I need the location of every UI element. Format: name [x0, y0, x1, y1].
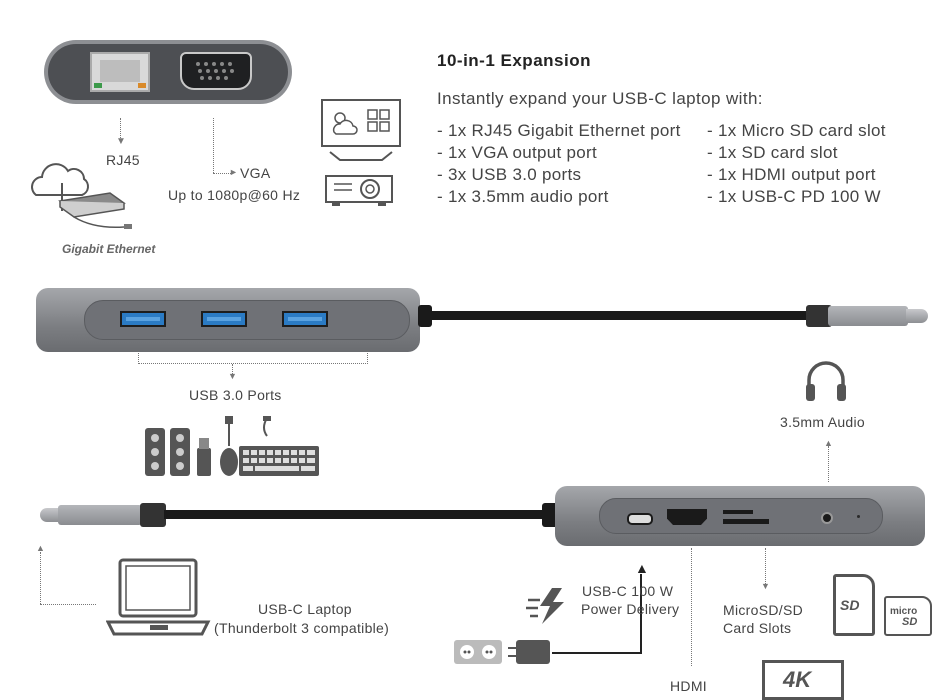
list-item: - 1x HDMI output port — [707, 165, 876, 184]
list-item: - 1x VGA output port — [437, 143, 598, 162]
arrow-up-icon: ▲ — [824, 438, 833, 448]
list-item: - 1x Micro SD card slot — [707, 121, 886, 140]
usb-bracket — [138, 353, 368, 364]
headphones-icon — [806, 361, 846, 401]
audio-connector-line — [828, 446, 829, 482]
usb-port-icon — [282, 311, 328, 327]
cards-sublabel: Card Slots — [723, 620, 792, 636]
arrow-right-icon: ► — [229, 167, 238, 177]
usb-ports-label: USB 3.0 Ports — [189, 387, 282, 403]
power-sublabel: Power Delivery — [581, 601, 680, 617]
vga-label: VGA — [240, 165, 271, 181]
power-adapter-icon — [454, 640, 550, 664]
gigabit-ethernet-label: Gigabit Ethernet — [62, 242, 156, 256]
sd-card-icon: SD — [833, 574, 875, 636]
power-label: USB-C 100 W — [582, 583, 674, 599]
cards-label: MicroSD/SD — [723, 602, 804, 618]
arrow-down-icon: ▼ — [761, 581, 770, 591]
vga-resolution: Up to 1080p@60 Hz — [168, 187, 301, 203]
usb-cable — [430, 311, 810, 320]
usb-bracket-stem — [232, 364, 233, 374]
laptop-cable — [164, 510, 546, 519]
usbc-plug-tip — [906, 309, 928, 323]
list-item: - 1x RJ45 Gigabit Ethernet port — [437, 121, 681, 140]
multiport-hub-body — [555, 486, 925, 546]
4k-monitor-icon: 4K — [762, 660, 844, 700]
sd-logo: SD — [840, 597, 860, 613]
4k-badge: 4K — [783, 667, 812, 692]
usb-cable-strain-relief — [418, 305, 432, 327]
cloud-router-icon — [31, 163, 132, 229]
power-connector-line — [640, 574, 642, 654]
rj45-vga-face — [48, 44, 288, 100]
arrow-down-icon: ▼ — [116, 136, 126, 147]
laptop-label: USB-C Laptop — [258, 601, 352, 617]
usb-port-icon — [201, 311, 247, 327]
list-item: - 1x SD card slot — [707, 143, 838, 162]
vga-connector-line — [213, 118, 214, 173]
rj45-label: RJ45 — [106, 152, 140, 168]
audio-jack-icon — [821, 512, 833, 524]
laptop-icon — [106, 558, 211, 636]
hub-cable-strain-relief — [542, 503, 558, 527]
vga-port-icon — [180, 52, 252, 90]
microsd-slot-icon — [723, 510, 753, 514]
usbc-plug-metal — [58, 505, 142, 525]
micro-logo: micro — [890, 606, 918, 617]
power-connector-line-h — [552, 652, 642, 654]
list-item: - 1x 3.5mm audio port — [437, 187, 609, 206]
laptop-connector-line — [40, 552, 41, 604]
rj45-port-icon — [90, 52, 150, 92]
arrow-down-icon: ▼ — [228, 371, 237, 381]
arrow-up-icon: ▲ — [635, 560, 649, 576]
hdmi-label: HDMI — [670, 678, 707, 694]
microsd-card-icon: micro SD — [884, 596, 932, 636]
vga-connector-line-h — [213, 173, 231, 174]
sd-slot-icon — [723, 519, 769, 524]
audio-label: 3.5mm Audio — [780, 414, 866, 430]
expansion-title: 10-in-1 Expansion — [437, 51, 591, 70]
list-item: - 1x USB-C PD 100 W — [707, 187, 881, 206]
rj45-connector-line — [120, 118, 121, 140]
usbc-plug-icon — [140, 503, 166, 527]
usbc-plug-metal — [828, 306, 908, 326]
usb-hub-body — [36, 288, 420, 352]
usbc-port-icon — [627, 513, 653, 525]
feature-list-col2: - 1x Micro SD card slot - 1x SD card slo… — [707, 120, 886, 208]
feature-list-col1: - 1x RJ45 Gigabit Ethernet port - 1x VGA… — [437, 120, 681, 208]
hdmi-port-icon — [667, 509, 707, 525]
usb-devices-icon — [145, 416, 319, 476]
arrow-up-icon: ▲ — [36, 543, 45, 553]
card-connector-line — [765, 548, 766, 584]
led-indicator-icon — [857, 515, 860, 518]
laptop-sublabel: (Thunderbolt 3 compatible) — [214, 620, 390, 636]
hdmi-connector-line — [691, 548, 692, 666]
rj45-vga-panel — [44, 40, 292, 104]
usb-port-icon — [120, 311, 166, 327]
microsd-logo: SD — [902, 616, 918, 628]
usbc-plug-icon — [806, 305, 832, 327]
lightning-icon — [526, 588, 564, 624]
usbc-plug-tip — [40, 508, 62, 522]
list-item: - 3x USB 3.0 ports — [437, 165, 582, 184]
laptop-connector-line-h — [40, 604, 96, 605]
monitor-projector-icon — [321, 99, 401, 206]
expansion-intro: Instantly expand your USB-C laptop with: — [437, 89, 763, 108]
